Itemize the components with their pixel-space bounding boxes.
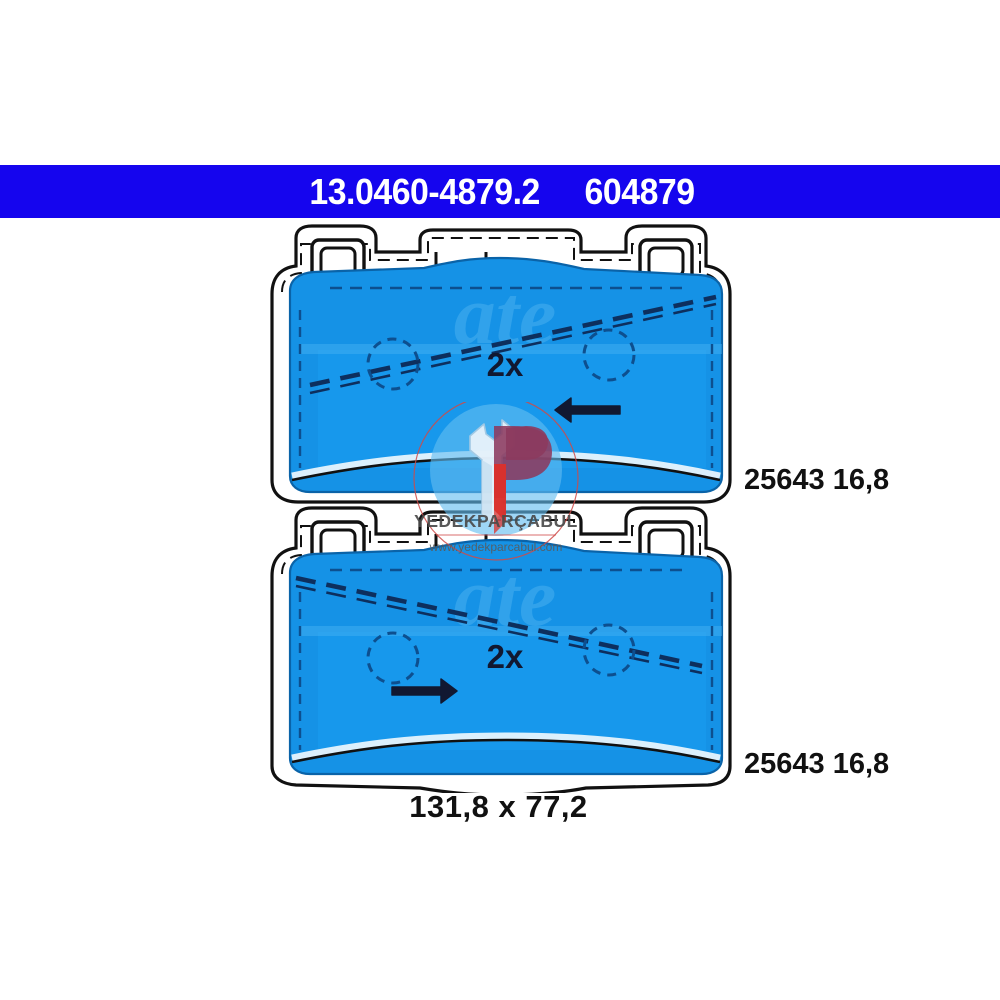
upper-left-locator-circle [366,337,420,391]
lower-pad-inner-panel: ate [300,551,722,750]
part-number: 13.0460-4879.2 [309,170,540,212]
lower-pad-spec-label: 25643 16,8 [744,748,890,780]
lower-wear-sensor-cable-shadow [295,584,703,675]
reference-number: 604879 [584,170,696,212]
lower-right-locator-circle [582,623,636,677]
upper-pad-spec-label: 25643 16,8 [744,464,890,496]
lower-chamfer-highlight [291,732,721,762]
lower-quantity-marker: 2x [487,638,524,675]
lower-brake-pad: ate 2x [270,506,732,793]
lower-chamfer-line [291,738,721,764]
header-banner: 13.0460-4879.2 604879 [0,165,1000,218]
upper-brake-pad: ate 2x [270,224,732,504]
upper-wear-sensor-cable-shadow [309,302,717,395]
upper-quantity-marker: 2x [487,346,524,383]
upper-right-locator-circle [582,328,636,382]
pad-dimensions: 131,8 x 77,2 [409,789,588,824]
upper-wear-sensor-cable [309,294,717,388]
lower-direction-arrow-right [391,678,458,704]
brake-pad-diagram: ate 2x [0,218,1000,793]
lower-left-locator-circle [366,631,420,685]
brand-watermark-ate: ate [454,269,557,362]
dimension-label-wrapper: 131,8 x 77,2 [0,789,1000,825]
